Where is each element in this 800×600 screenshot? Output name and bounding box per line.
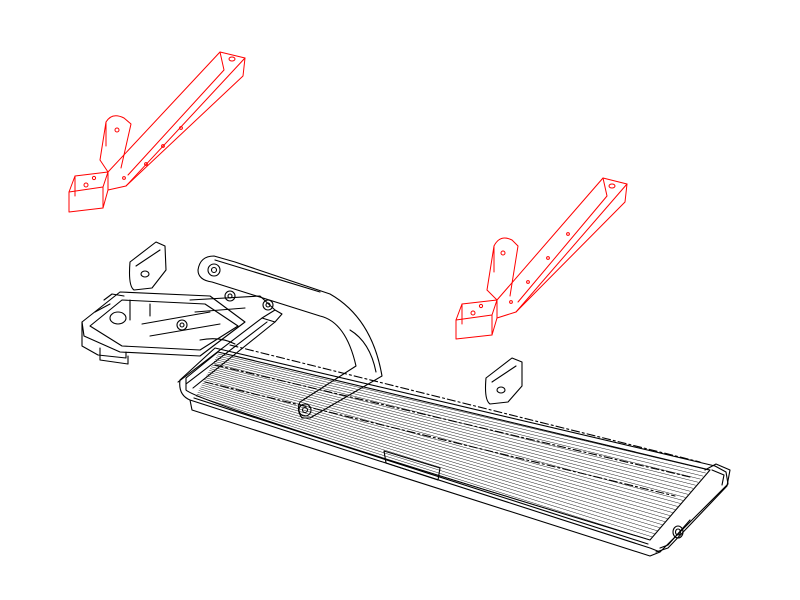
tread-rib [210,368,689,495]
tread-rib [195,395,651,541]
tread-rib [211,366,691,492]
tread-rib [204,379,673,513]
right-mounting-bracket [455,177,628,340]
step-tread [179,344,729,557]
mounting-plates [128,241,523,405]
tread-rib [203,381,671,516]
tread-rib [208,372,684,501]
tread-rib [196,393,653,538]
tread-rib [206,375,678,507]
tread-rib [212,364,694,489]
pivot-hinge [81,290,276,365]
tread-rib [199,388,661,529]
tread-rib [197,392,656,535]
tread-rib [200,386,663,526]
swing-arm-linkage [177,255,383,419]
tread-rib [205,377,676,510]
tread-rib [215,357,704,477]
tread-rib [198,390,658,532]
tread-rib [216,355,706,474]
tread-ribs [195,353,709,541]
tread-rib [202,382,668,519]
tread-rib [201,384,666,522]
running-board-assembly [81,241,731,557]
tread-rib [209,370,686,498]
end-cap [655,463,731,553]
left-mounting-bracket [68,51,246,213]
tread-rib [207,373,681,504]
tread-rib [214,359,701,480]
tread-rib [217,353,709,471]
